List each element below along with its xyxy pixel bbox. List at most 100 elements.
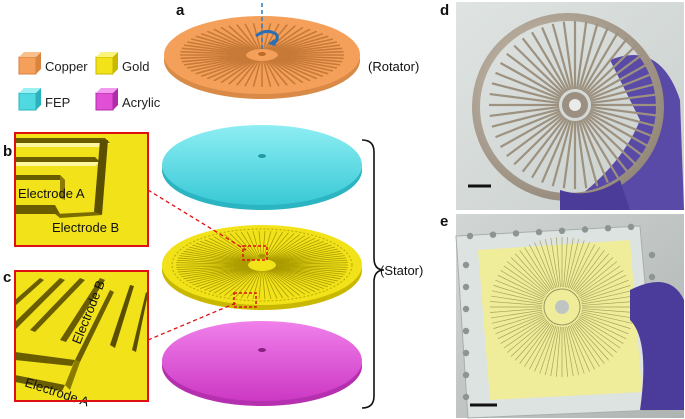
electrode-finger: [176, 265, 249, 268]
photo-e-spoke: [497, 274, 545, 299]
photo-d-spoke: [531, 31, 568, 92]
photo-d-spoke: [588, 112, 651, 148]
photo-e-spoke: [556, 326, 561, 377]
photo-e-spoke: [564, 326, 574, 377]
electrode-finger: [271, 239, 320, 261]
photo-e-spoke: [539, 325, 557, 374]
electrode-finger: [192, 268, 251, 286]
legend-label-acrylic: Acrylic: [122, 95, 161, 110]
photo-d: [456, 2, 684, 210]
photo-d-spoke: [495, 71, 561, 100]
legend-label-gold: Gold: [122, 59, 149, 74]
electrode-finger: [273, 244, 332, 262]
photo-e-spoke: [491, 311, 543, 324]
inset-c-grooves: [15, 278, 148, 391]
photo-d-spoke: [562, 21, 575, 90]
photo-d-spoke: [582, 118, 619, 179]
photo-e-spoke: [519, 322, 551, 364]
photo-d-spoke: [575, 21, 588, 90]
legend-label-copper: Copper: [45, 59, 88, 74]
rotator-spoke: [276, 56, 338, 69]
photo-e-spoke: [581, 311, 633, 324]
photo-e-spokes: [490, 237, 634, 377]
electrode-finger: [213, 269, 255, 294]
electrode-finger: [179, 255, 249, 264]
electrode-finger: [267, 234, 300, 260]
gloved-hand: [560, 55, 684, 210]
electrode-finger: [271, 241, 325, 262]
photo-e-spoke: [563, 326, 568, 377]
rotator-spoke: [228, 25, 257, 51]
photo-e-spoke: [569, 242, 590, 289]
photo-e-spoke: [493, 285, 544, 302]
gloved-hand-e: [630, 282, 684, 410]
panel-label-e: e: [440, 213, 448, 230]
stator-bracket: [361, 139, 385, 409]
photo-d-spoke: [589, 110, 655, 139]
photo-e-spoke: [574, 321, 610, 361]
photo-d-spoke: [590, 108, 659, 128]
legend-item-gold: Gold: [95, 52, 149, 75]
photo-d-spoke: [513, 115, 565, 166]
photo-e-spoke: [500, 317, 546, 344]
photo-e-spoke: [580, 279, 629, 300]
photo-d-spoke: [580, 26, 609, 91]
rotator-spokes: [180, 22, 344, 88]
electrode-finger: [265, 270, 284, 299]
photo-e-spoke: [490, 295, 543, 305]
rotator-spoke: [262, 60, 272, 88]
material-legend: Copper Gold FEP Acrylic: [18, 52, 161, 111]
electrode-finger: [270, 237, 316, 261]
rotator-spoke: [272, 58, 318, 80]
rotator-spoke: [236, 24, 258, 50]
rotator-spoke: [273, 58, 324, 78]
rotator-spoke: [271, 59, 311, 82]
photo-e-spoke: [563, 237, 568, 288]
electrode-finger: [181, 266, 249, 278]
inset-b-electrode-a: Electrode A: [18, 186, 85, 201]
plate-hole: [462, 371, 470, 379]
photo-e-spoke: [573, 250, 605, 292]
photo-e-spoke: [539, 240, 557, 289]
electrode-finger: [275, 262, 348, 265]
photo-e-spoke: [564, 237, 574, 288]
rotator-spoke: [244, 60, 260, 87]
electrode-finger: [273, 268, 332, 286]
electrode-finger: [176, 259, 249, 265]
electrode-finger: [185, 248, 250, 263]
stator-label: (Stator): [380, 263, 423, 278]
electrode-finger: [199, 268, 253, 289]
legend-label-fep: FEP: [45, 95, 70, 110]
photo-e-spoke: [580, 314, 629, 335]
photo-d-spoke: [521, 37, 567, 93]
photo-e-spoke: [580, 285, 631, 302]
electrode-finger: [274, 267, 341, 280]
legend-item-copper: Copper: [18, 52, 88, 75]
rotator-spoke: [252, 60, 262, 88]
rotator-spoke: [264, 60, 280, 87]
photo-e-spoke: [581, 309, 634, 319]
photo-d-spoke: [590, 105, 661, 118]
photo-e-spoke: [576, 261, 617, 295]
plate-hole: [462, 327, 470, 335]
electrode-finger: [269, 236, 311, 261]
plate-hole: [462, 349, 470, 357]
connector-b: [147, 189, 247, 251]
panel-label-d: d: [440, 2, 449, 19]
photo-e-spoke: [572, 323, 600, 367]
photo-d-spokes: [489, 21, 661, 189]
photo-e-spoke: [581, 295, 634, 305]
electrode-finger: [183, 267, 250, 280]
photo-d-spoke: [587, 52, 644, 97]
electrode-finger: [192, 244, 251, 262]
photo-d-spoke: [513, 44, 565, 95]
photo-e-spoke: [490, 308, 543, 313]
photo-e-spoke: [581, 308, 634, 313]
rotator-spoke: [183, 44, 247, 54]
rotator-spoke: [272, 30, 318, 52]
rotation-arrow-icon: [255, 29, 279, 46]
photo-e-spoke: [550, 237, 560, 288]
photo-e-spoke: [544, 238, 558, 288]
legend-item-fep: FEP: [18, 88, 70, 111]
